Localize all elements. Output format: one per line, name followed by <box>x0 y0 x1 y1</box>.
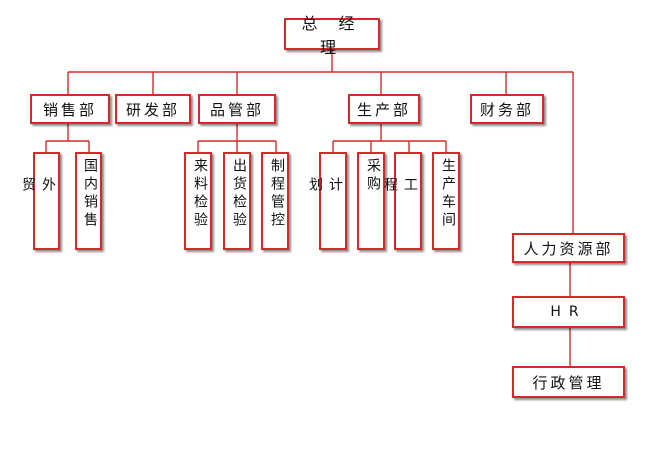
production-child-box-3: 生产车间 <box>432 152 460 250</box>
sales-child-box-1: 国内销售 <box>75 152 102 250</box>
admin-label: 行政管理 <box>532 373 605 392</box>
qc-child-label-2: 制程管控 <box>269 158 285 230</box>
production-child-label-0: 计划 <box>307 177 343 229</box>
sales-dept-box: 销售部 <box>30 94 110 124</box>
general-manager-label: 总 经 理 <box>301 14 363 57</box>
production-dept-label: 生产部 <box>356 100 411 119</box>
finance-dept-label: 财务部 <box>479 100 534 119</box>
finance-dept-box: 财务部 <box>470 94 544 124</box>
sales-child-label-1: 国内销售 <box>82 158 98 230</box>
hr-sub-box: HR <box>512 296 625 328</box>
sales-dept-label: 销售部 <box>42 100 97 119</box>
hr-sub-label: HR <box>550 304 587 320</box>
rnd-dept-label: 研发部 <box>125 100 180 119</box>
general-manager-box: 总 经 理 <box>284 14 380 57</box>
sales-child-box-0: 外贸 <box>20 152 60 250</box>
qc-child-box-0: 来料检验 <box>184 152 212 250</box>
production-child-label-2: 工程 <box>382 177 418 229</box>
hr-dept-label: 人力资源部 <box>523 239 614 258</box>
hr-dept-box: 人力资源部 <box>512 233 625 263</box>
sales-child-label-0: 外贸 <box>20 177 56 229</box>
production-child-label-3: 生产车间 <box>440 158 456 230</box>
production-dept-box: 生产部 <box>348 94 420 124</box>
qc-dept-label: 品管部 <box>209 100 264 119</box>
qc-child-box-1: 出货检验 <box>223 152 251 250</box>
qc-child-box-2: 制程管控 <box>261 152 289 250</box>
qc-child-label-1: 出货检验 <box>231 158 247 230</box>
admin-box: 行政管理 <box>512 366 625 398</box>
rnd-dept-box: 研发部 <box>115 94 191 124</box>
qc-dept-box: 品管部 <box>198 94 276 124</box>
production-child-box-1: 采购 <box>357 152 385 250</box>
qc-child-label-0: 来料检验 <box>192 158 208 230</box>
production-child-box-2: 工程 <box>382 152 422 250</box>
production-child-label-1: 采购 <box>365 158 381 194</box>
production-child-box-0: 计划 <box>307 152 347 250</box>
